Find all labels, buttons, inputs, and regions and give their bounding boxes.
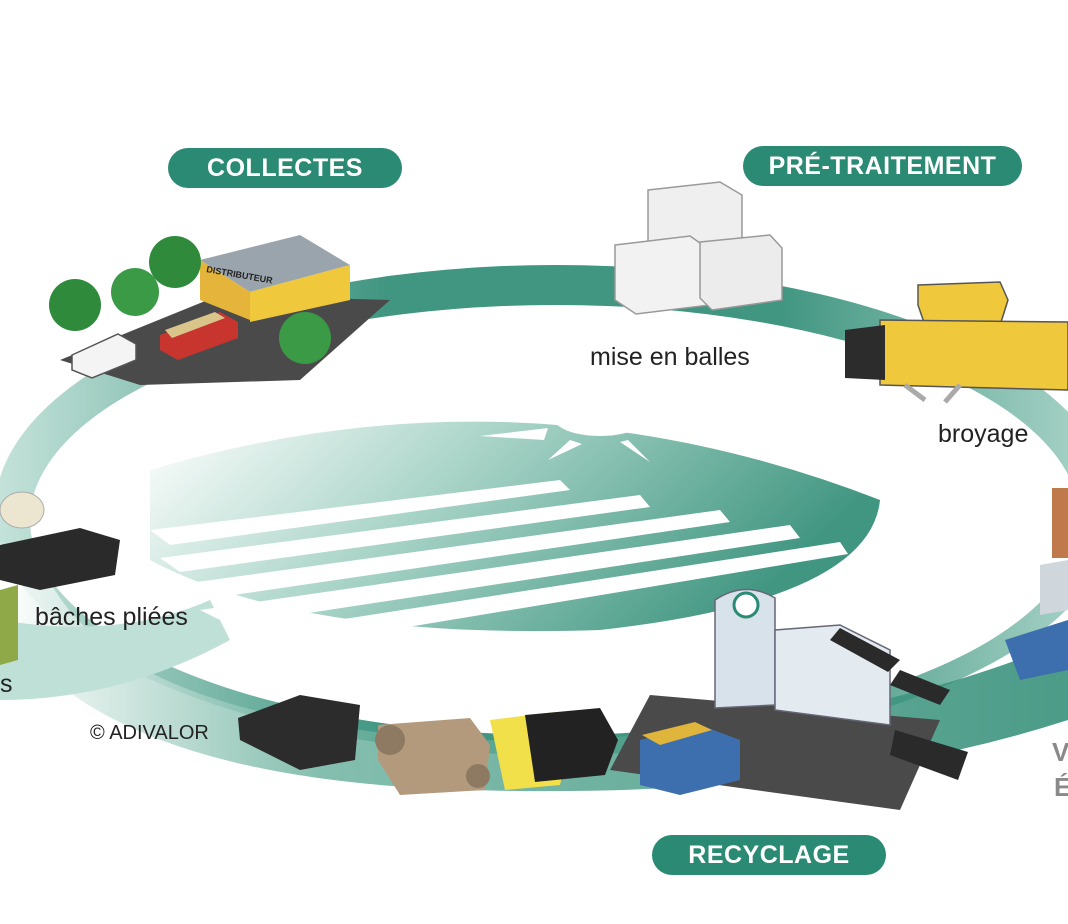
stage-recyclage-pill: RECYCLAGE — [652, 835, 886, 875]
label-mise-en-balles: mise en balles — [590, 343, 750, 371]
label-left-edge-fragment: s — [0, 670, 13, 698]
sun-icon — [480, 394, 730, 462]
right-edge-fragment-2: É — [1054, 772, 1068, 802]
right-edge-fragment-1: V — [1052, 737, 1068, 767]
tree-icon — [49, 236, 331, 364]
plastic-products-icon — [238, 695, 618, 795]
copyright-notice: © ADIVALOR — [90, 722, 209, 744]
distributor-building-icon: DISTRIBUTEUR — [200, 235, 350, 322]
field-icon — [150, 480, 848, 645]
stage-collectes-pill: COLLECTES — [168, 148, 402, 188]
factory-chimney-icon — [1005, 488, 1068, 680]
stage-pretraitement-pill: PRÉ-TRAITEMENT — [743, 146, 1022, 186]
shredder-icon — [845, 281, 1068, 404]
folded-tarps-icon — [0, 491, 120, 665]
truck-icon — [160, 312, 238, 360]
label-broyage: broyage — [938, 420, 1029, 448]
pipes-icon — [830, 628, 968, 780]
bales-icon — [614, 181, 783, 315]
label-baches-pliees: bâches pliées — [35, 603, 188, 631]
van-icon — [71, 333, 137, 379]
sun-field-emblem — [150, 394, 880, 645]
collection-site-illustration: DISTRIBUTEUR — [49, 235, 390, 385]
